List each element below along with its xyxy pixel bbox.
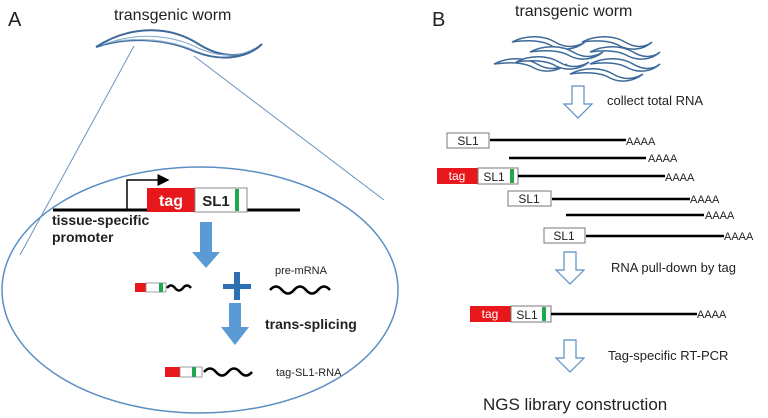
pre-mrna-label: pre-mRNA bbox=[275, 265, 328, 277]
svg-text:AAAA: AAAA bbox=[626, 136, 656, 148]
hollow-down-arrow-icon bbox=[562, 85, 594, 119]
svg-text:SL1: SL1 bbox=[483, 170, 505, 184]
panel-a-label: A bbox=[8, 9, 22, 31]
panel-b-label: B bbox=[432, 9, 445, 31]
zoom-line-left bbox=[19, 45, 135, 256]
svg-text:AAAA: AAAA bbox=[705, 210, 735, 222]
rna-row: SL1 AAAA bbox=[543, 227, 754, 244]
step3-label: Tag-specific RT-PCR bbox=[608, 348, 728, 363]
panel-a-title: transgenic worm bbox=[114, 7, 231, 24]
sl-rna-small bbox=[135, 282, 192, 293]
rna-row: SL1 AAAA bbox=[446, 132, 656, 149]
plus-icon bbox=[223, 272, 251, 300]
zoom-line-right bbox=[193, 55, 385, 201]
tag-label: tag bbox=[159, 193, 183, 210]
pulled-down-rna: tag SL1 AAAA bbox=[470, 305, 727, 323]
tag-sl1-rna-product bbox=[165, 366, 253, 378]
svg-text:AAAA: AAAA bbox=[697, 309, 727, 321]
panel-b-title: transgenic worm bbox=[515, 3, 632, 20]
worm-icon bbox=[95, 29, 263, 59]
rna-row: AAAA bbox=[566, 210, 735, 222]
svg-text:AAAA: AAAA bbox=[724, 231, 754, 243]
sl1-green-marker bbox=[235, 189, 239, 211]
step2-label: RNA pull-down by tag bbox=[611, 260, 736, 275]
sl1-label: SL1 bbox=[202, 193, 230, 210]
tag-box bbox=[147, 188, 195, 212]
magnified-ellipse bbox=[1, 166, 399, 414]
rna-row: AAAA bbox=[509, 153, 678, 165]
promoter-label-line1: tissue-specific bbox=[52, 212, 149, 228]
down-arrow-icon bbox=[192, 222, 220, 268]
svg-text:SL1: SL1 bbox=[518, 192, 540, 206]
svg-text:AAAA: AAAA bbox=[665, 172, 695, 184]
svg-text:SL1: SL1 bbox=[516, 308, 538, 322]
pre-mrna-wave bbox=[269, 285, 331, 295]
promoter-label-line2: promoter bbox=[52, 229, 114, 245]
product-label: tag-SL1-RNA bbox=[276, 367, 342, 379]
final-step-label: NGS library construction bbox=[483, 395, 667, 414]
worms-icon bbox=[493, 36, 661, 82]
svg-text:SL1: SL1 bbox=[457, 134, 479, 148]
rna-row: SL1 AAAA bbox=[507, 190, 720, 207]
hollow-down-arrow-icon bbox=[554, 251, 586, 285]
trans-splicing-label: trans-splicing bbox=[265, 316, 357, 332]
hollow-down-arrow-icon bbox=[554, 339, 586, 373]
rna-row-tagged: tag SL1 AAAA bbox=[437, 167, 695, 185]
svg-text:tag: tag bbox=[449, 169, 466, 183]
svg-text:AAAA: AAAA bbox=[690, 194, 720, 206]
transgene-construct: tag SL1 bbox=[53, 174, 300, 213]
step1-label: collect total RNA bbox=[607, 93, 703, 108]
svg-text:tag: tag bbox=[482, 307, 499, 321]
svg-text:SL1: SL1 bbox=[553, 229, 575, 243]
down-arrow-icon bbox=[221, 303, 249, 345]
promoter-arrow-icon bbox=[126, 174, 170, 209]
svg-text:AAAA: AAAA bbox=[648, 153, 678, 165]
